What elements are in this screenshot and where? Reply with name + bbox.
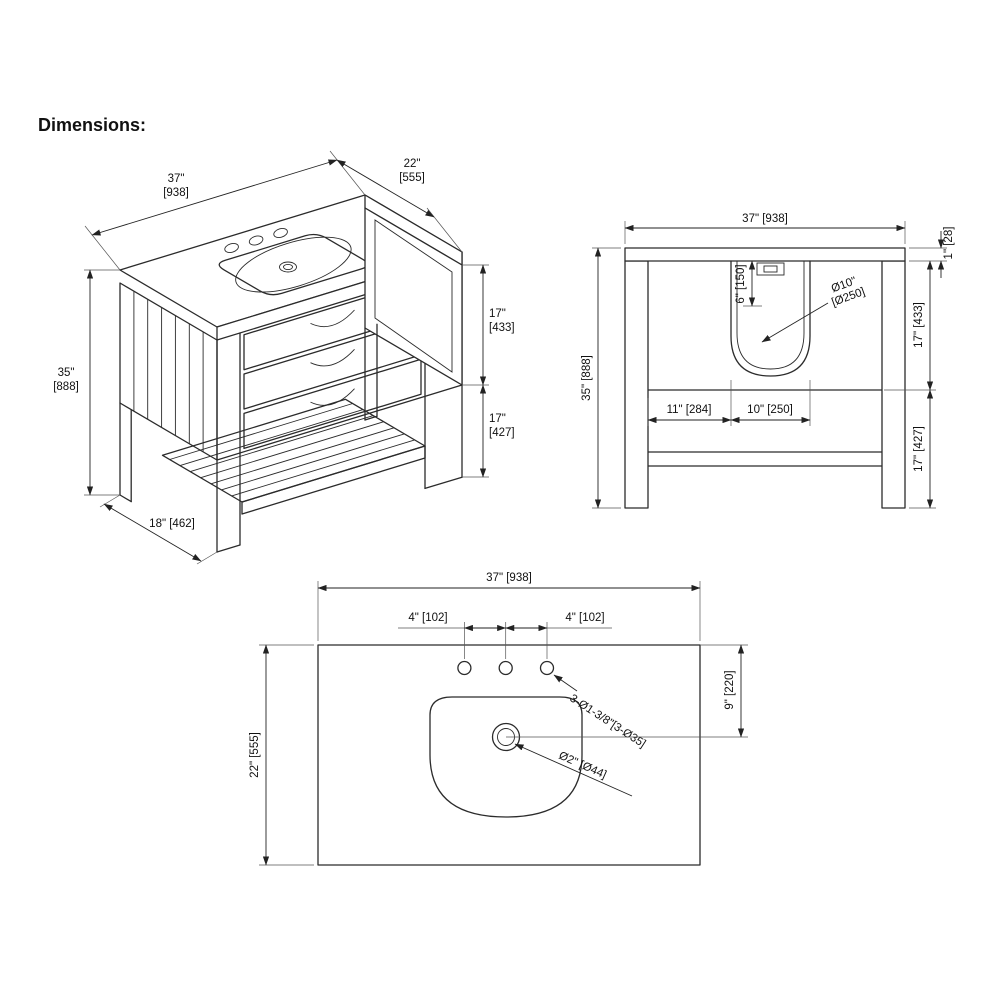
iso-lower-dimension: 17" [427]	[462, 384, 515, 478]
iso-height-label-mm: [888]	[53, 381, 79, 393]
top-width-label: 37" [938]	[486, 572, 532, 584]
iso-upper-dimension: 17" [433]	[462, 264, 515, 386]
top-drain-setback-dimension: 9" [220]	[506, 644, 748, 738]
front-view: 37" [938] 1" [28] 35" [888] 17" [433]	[581, 213, 955, 509]
front-height-dimension: 35" [888]	[581, 247, 621, 509]
top-depth-label: 22" [555]	[249, 732, 261, 778]
front-upper-label: 17" [433]	[913, 302, 925, 348]
iso-width-label-mm: [938]	[163, 187, 189, 199]
iso-shelf-depth-dimension: 18" [462]	[99, 494, 218, 565]
top-width-dimension: 37" [938]	[317, 572, 701, 641]
iso-depth-dimension: 22" [555]	[336, 158, 463, 253]
iso-lower-label-in: 17"	[489, 413, 506, 425]
top-hole-spacing-dimensions: 4" [102] 4" [102]	[398, 612, 612, 659]
front-countertop	[624, 247, 906, 262]
top-spacing-right-label: 4" [102]	[565, 612, 604, 624]
front-drain-fitting-inner	[763, 265, 778, 273]
iso-view: 37" [938] 22" [555] 35" [888] 17" [433]	[53, 150, 515, 565]
top-sink-cutout	[429, 696, 583, 818]
front-lower-dimension: 17" [427]	[909, 389, 936, 509]
front-upper-dimension: 17" [433]	[884, 260, 936, 391]
front-drain-fitting	[756, 262, 785, 276]
iso-shelf	[161, 398, 426, 515]
iso-back-legs	[119, 323, 378, 503]
iso-height-label-in: 35"	[58, 367, 75, 379]
page-title: Dimensions:	[38, 115, 146, 135]
front-thickness-label: 1" [28]	[943, 227, 955, 260]
iso-depth-label-mm: [555]	[399, 172, 425, 184]
iso-lower-label-mm: [427]	[489, 427, 515, 439]
front-thickness-dimension: 1" [28]	[909, 227, 955, 278]
front-sink-bowl	[730, 260, 811, 377]
front-bowl-depth-dimension: 6" [150]	[735, 260, 762, 307]
front-bowl-width-label: 10" [250]	[747, 404, 793, 416]
top-faucet-holes	[457, 660, 555, 676]
top-depth-dimension: 22" [555]	[249, 644, 314, 866]
drawer-handle	[310, 309, 355, 327]
front-left-offset-label: 11" [284]	[667, 404, 712, 416]
top-spacing-left-label: 4" [102]	[408, 612, 447, 624]
front-bowl-depth-label: 6" [150]	[735, 264, 747, 303]
front-lower-label: 17" [427]	[913, 426, 925, 472]
iso-shelf-depth-label: 18" [462]	[149, 518, 195, 530]
top-view: 37" [938] 22" [555] 4" [102] 4" [102] 3-…	[249, 572, 748, 866]
iso-upper-label-mm: [433]	[489, 322, 515, 334]
iso-height-dimension: 35" [888]	[53, 269, 120, 496]
drawer-handle	[310, 348, 355, 367]
top-drain-setback-label: 9" [220]	[724, 670, 736, 709]
front-width-label: 37" [938]	[742, 213, 788, 225]
front-right-leg	[881, 260, 906, 509]
front-offset-dimensions: 11" [284] 10" [250]	[647, 380, 811, 426]
front-left-leg	[624, 260, 649, 509]
iso-depth-label-in: 22"	[404, 158, 421, 170]
drawer-handle	[310, 388, 355, 406]
front-width-dimension: 37" [938]	[624, 213, 906, 244]
iso-upper-label-in: 17"	[489, 308, 506, 320]
iso-width-label-in: 37"	[168, 173, 185, 185]
front-height-label: 35" [888]	[581, 355, 593, 401]
front-shelf	[647, 451, 883, 467]
top-countertop	[317, 644, 701, 866]
